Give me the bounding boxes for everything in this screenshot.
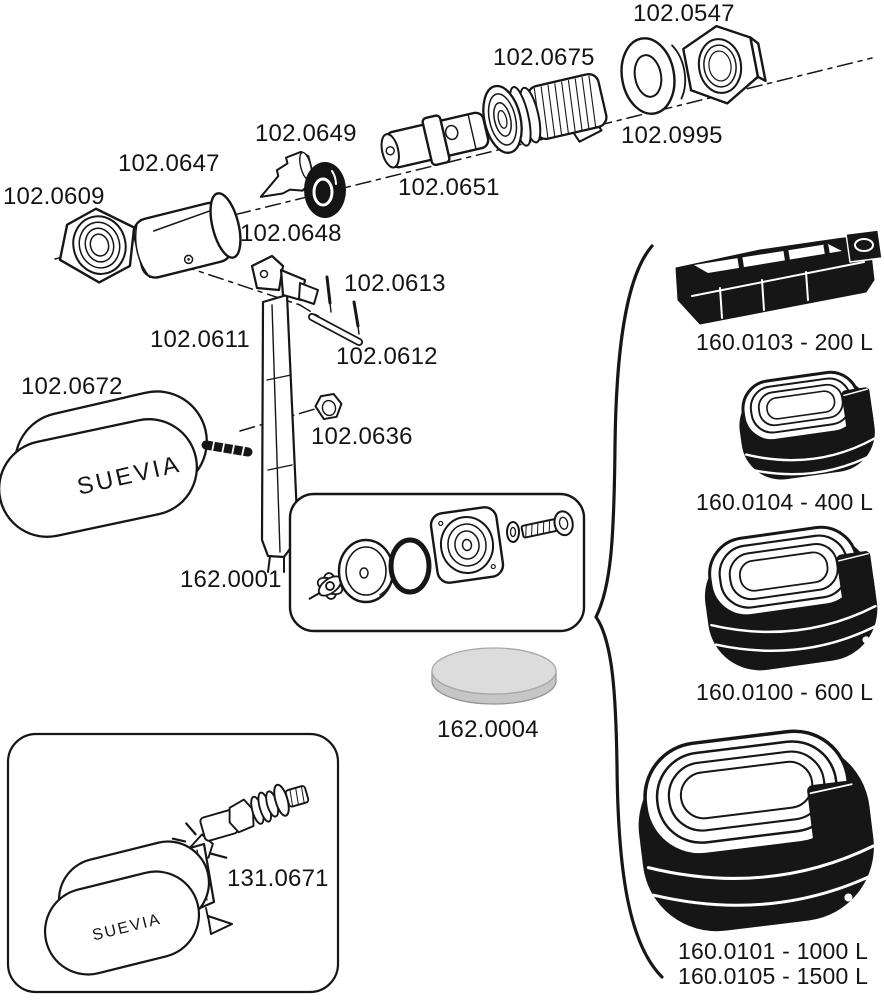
part-label-162-0004: 162.0004 bbox=[437, 716, 539, 743]
part-piston-102-0651 bbox=[380, 111, 490, 169]
part-float-102-0672: SUEVIA bbox=[0, 390, 253, 538]
part-valve-body-102-0675 bbox=[482, 72, 608, 154]
trough-label-1000l: 160.0101 - 1000 L bbox=[678, 938, 869, 964]
part-label-102-0647: 102.0647 bbox=[118, 150, 220, 177]
part-pins-102-0613 bbox=[325, 275, 360, 335]
part-body-102-0647 bbox=[132, 192, 242, 279]
part-label-102-0611: 102.0611 bbox=[150, 326, 250, 353]
part-label-102-0609: 102.0609 bbox=[3, 183, 105, 210]
part-disc-162-0004 bbox=[431, 647, 557, 705]
part-nut-102-0636 bbox=[314, 392, 343, 421]
part-label-102-0612: 102.0612 bbox=[336, 343, 438, 370]
part-washer-102-0995 bbox=[620, 37, 687, 115]
trough-label-600l: 160.0100 - 600 L bbox=[696, 679, 874, 705]
grouping-brace bbox=[594, 244, 664, 979]
part-hex-nut-102-0609 bbox=[58, 207, 136, 284]
part-label-102-0675: 102.0675 bbox=[493, 44, 595, 71]
trough-label-200l: 160.0103 - 200 L bbox=[696, 329, 874, 355]
trough-label-400l: 160.0104 - 400 L bbox=[696, 489, 874, 515]
trough-1000l bbox=[638, 729, 877, 932]
part-label-162-0001: 162.0001 bbox=[180, 566, 282, 593]
part-hex-nut-102-0547 bbox=[682, 24, 767, 105]
part-label-102-0613: 102.0613 bbox=[344, 270, 446, 297]
part-label-102-0648: 102.0648 bbox=[240, 220, 342, 247]
part-label-102-0672: 102.0672 bbox=[21, 373, 123, 400]
trough-label-1500l: 160.0105 - 1500 L bbox=[678, 963, 869, 989]
part-cone-102-0648 bbox=[259, 150, 316, 198]
part-rod-102-0612 bbox=[308, 313, 363, 346]
part-label-102-0636: 102.0636 bbox=[311, 423, 413, 450]
part-arm-102-0611 bbox=[250, 254, 319, 573]
kit-box-162-0001 bbox=[288, 492, 586, 633]
trough-400l bbox=[739, 370, 876, 480]
trough-200l bbox=[675, 229, 883, 325]
part-label-102-0547: 102.0547 bbox=[633, 0, 735, 27]
kit-box-131-0671: SUEVIA bbox=[6, 732, 340, 994]
part-label-102-0995: 102.0995 bbox=[621, 122, 723, 149]
part-label-102-0649: 102.0649 bbox=[255, 120, 357, 147]
trough-600l bbox=[704, 525, 878, 671]
part-seal-disc-102-0649 bbox=[304, 162, 346, 218]
part-label-102-0651: 102.0651 bbox=[398, 174, 500, 201]
part-label-131-0671: 131.0671 bbox=[227, 865, 329, 892]
